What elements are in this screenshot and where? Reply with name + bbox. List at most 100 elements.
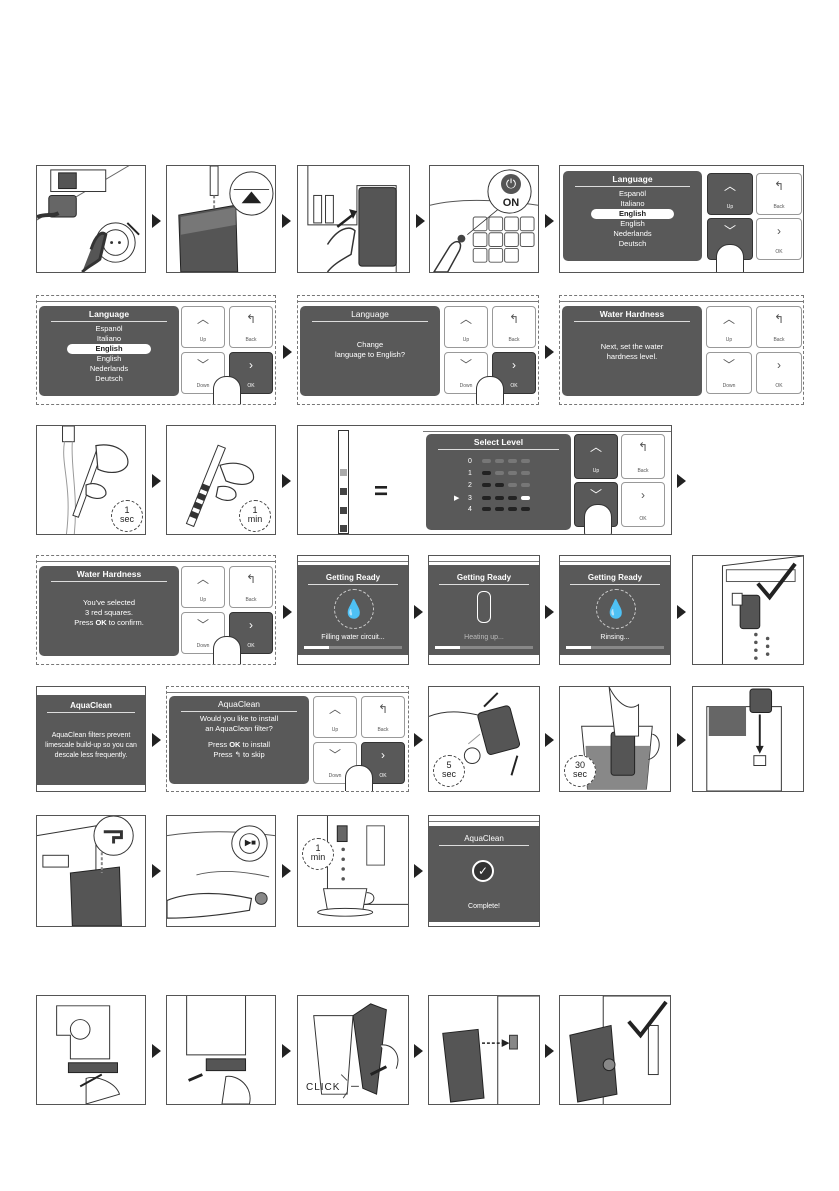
up-button[interactable]: ︿Up	[706, 306, 752, 348]
level-row[interactable]: 0	[454, 458, 534, 465]
level-square	[521, 507, 530, 511]
level-square	[508, 459, 517, 463]
back-button[interactable]: ↰Back	[621, 434, 665, 479]
level-number: 1	[468, 470, 482, 477]
back-button[interactable]: ↰Back	[229, 306, 273, 348]
step-arrow	[414, 605, 423, 619]
ok-button[interactable]: ›OK	[621, 482, 665, 527]
ok-button[interactable]: ›OK	[756, 352, 802, 394]
step-select-level-panel: = Select Level 012▶34 ︿Up ↰Back ﹀Down ›O…	[297, 425, 672, 535]
power-on-label: ON	[496, 197, 526, 209]
step-aquaclean-complete-panel: AquaClean ✓ Complete!	[428, 815, 540, 927]
chevron-down-icon: ﹀	[708, 225, 752, 237]
level-row[interactable]: 4	[454, 506, 534, 513]
up-button[interactable]: ︿Up	[313, 696, 357, 738]
spout-rinse-illustration	[693, 556, 803, 664]
level-square	[495, 471, 504, 475]
level-row[interactable]: ▶3	[454, 494, 534, 502]
pressing-finger	[584, 504, 612, 535]
step-arrow	[283, 605, 292, 619]
language-dialog: Language Espanöl Italiano English Englis…	[39, 306, 179, 396]
step-arrow	[152, 733, 161, 747]
check-icon: ✓	[472, 860, 494, 882]
step-insert-tank-panel	[297, 165, 410, 273]
progress-bar	[435, 646, 533, 649]
language-item[interactable]: Espanöl	[563, 189, 702, 199]
step-plug-in-panel	[36, 165, 146, 273]
step-arrow	[282, 474, 291, 488]
level-square	[521, 471, 530, 475]
language-item[interactable]: Deutsch	[563, 239, 702, 249]
step-arrow	[152, 214, 161, 228]
level-rows: 0 1 2 ▶3 4	[426, 434, 571, 530]
step-arrow	[416, 214, 425, 228]
progress-bar	[566, 646, 664, 649]
step-fill-tank-panel	[166, 165, 276, 273]
step-refill-tank-panel	[36, 815, 146, 927]
water-hardness-dialog: Water Hardness Next, set the water hardn…	[562, 306, 702, 396]
up-button[interactable]: ︿Up	[707, 173, 753, 215]
step-rinse-done-panel	[692, 555, 804, 665]
up-button[interactable]: ︿Up	[444, 306, 488, 348]
ok-button[interactable]: ›OK	[756, 218, 802, 260]
progress-bar	[304, 646, 402, 649]
getting-ready-filling-screen: Getting Ready 💧 Filling water circuit...	[298, 565, 408, 655]
step-arrow	[545, 605, 554, 619]
language-item[interactable]: Italiano	[563, 199, 702, 209]
step-aquaclean-install-panel: AquaClean Would you like to install an A…	[166, 686, 409, 792]
up-button[interactable]: ︿Up	[181, 566, 225, 608]
level-row[interactable]: 1	[454, 470, 534, 477]
level-square	[508, 507, 517, 511]
step-aquaclean-info-panel: AquaClean AquaClean filters prevent lime…	[36, 686, 146, 792]
dispense-water-illustration	[298, 816, 408, 926]
step-arrow	[414, 864, 423, 878]
test-strip-result	[338, 430, 349, 534]
step-arrow	[677, 733, 686, 747]
pressing-finger	[213, 636, 241, 665]
press-start-illustration	[167, 816, 275, 926]
step-power-on-panel: ⏻ ON	[429, 165, 539, 273]
step-arrow	[677, 605, 686, 619]
step-arrow	[152, 1044, 161, 1058]
step-arrow	[545, 1044, 554, 1058]
back-button[interactable]: ↰Back	[756, 306, 802, 348]
aquaclean-install-dialog: AquaClean Would you like to install an A…	[169, 696, 309, 784]
back-button[interactable]: ↰Back	[229, 566, 273, 608]
plug-in-illustration	[37, 166, 145, 272]
pull-tab-illustration	[167, 996, 275, 1104]
back-button[interactable]: ↰Back	[361, 696, 405, 738]
pressing-finger	[345, 765, 373, 792]
play-pause-icon: ▶■	[245, 838, 256, 847]
step-heating-panel: Getting Ready Heating up...	[428, 555, 540, 665]
step-arrow	[414, 733, 423, 747]
step-language-select-panel: Language Espanöl Italiano English Englis…	[559, 165, 804, 273]
step-arrow	[545, 214, 554, 228]
level-square	[482, 471, 491, 475]
step-insert-filter-panel	[692, 686, 804, 792]
step-arrow	[677, 474, 686, 488]
pressing-finger	[476, 376, 504, 405]
chevron-up-icon: ︿	[708, 180, 752, 192]
up-button[interactable]: ︿Up	[574, 434, 618, 479]
language-item[interactable]: Nederlands	[563, 229, 702, 239]
down-button[interactable]: ﹀Down	[706, 352, 752, 394]
level-square	[508, 471, 517, 475]
step-filling-circuit-panel: Getting Ready 💧 Filling water circuit...	[297, 555, 409, 665]
level-square	[521, 496, 530, 500]
equals-sign: =	[374, 480, 388, 504]
step-press-start-panel: ▶■	[166, 815, 276, 927]
back-button[interactable]: ↰Back	[756, 173, 802, 215]
level-square	[508, 483, 517, 487]
back-button[interactable]: ↰Back	[492, 306, 536, 348]
up-button[interactable]: ︿Up	[181, 306, 225, 348]
language-item-selected[interactable]: English	[591, 209, 674, 219]
level-square	[508, 496, 517, 500]
getting-ready-rinsing-screen: Getting Ready 💧 Rinsing...	[560, 565, 670, 655]
language-item[interactable]: English	[563, 219, 702, 229]
level-row[interactable]: 2	[454, 482, 534, 489]
step-remove-filter-cap-panel	[36, 995, 146, 1105]
step-arrow	[414, 1044, 423, 1058]
